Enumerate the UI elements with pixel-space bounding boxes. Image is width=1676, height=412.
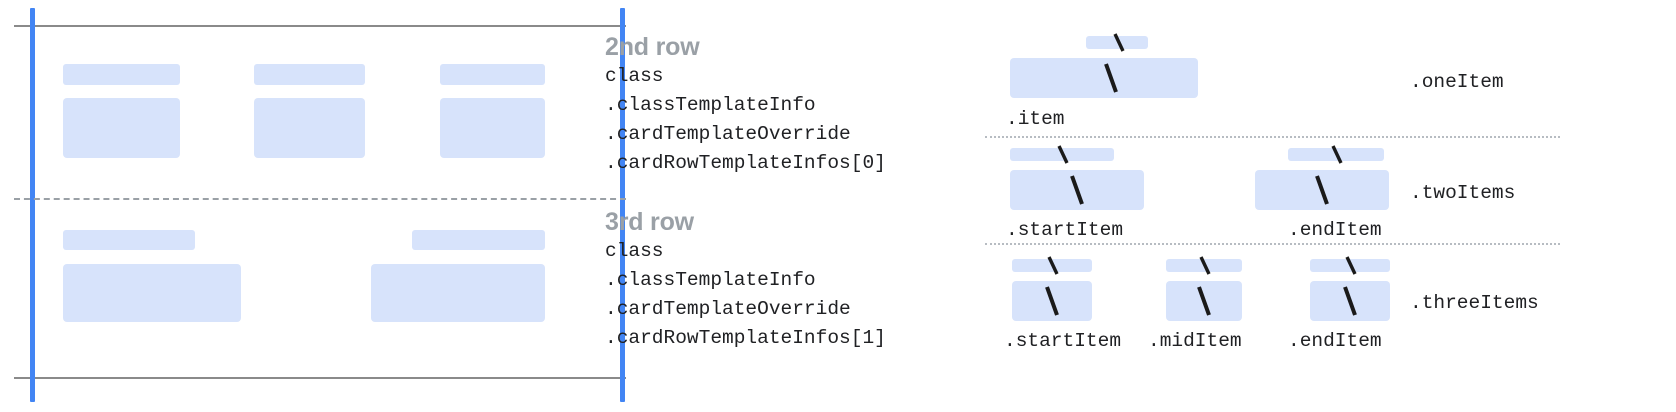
two-items-end-body-placeholder (1255, 170, 1389, 210)
row-2-col-2-label-placeholder (254, 64, 365, 85)
annotation-3rd-row: 3rd row class .classTemplateInfo .cardTe… (605, 207, 886, 353)
one-item-layout-name: .oneItem (1410, 71, 1504, 93)
layout-divider-1 (985, 136, 1560, 138)
row-2-col-1-body-placeholder (63, 98, 180, 158)
one-item-body-placeholder (1010, 58, 1198, 98)
three-items-end-head-placeholder (1310, 259, 1390, 272)
two-items-start-head-placeholder (1010, 148, 1114, 161)
annotation-2nd-row-line-2: .classTemplateInfo (605, 94, 816, 116)
three-items-layout-name: .threeItems (1410, 292, 1539, 314)
row-3-col-2-body-placeholder (371, 264, 545, 322)
layout-divider-2 (985, 243, 1560, 245)
one-item-slot-label: .item (1006, 108, 1065, 130)
two-items-end-label: .endItem (1288, 219, 1382, 241)
annotation-3rd-row-line-3: .cardTemplateOverride (605, 298, 851, 320)
annotation-2nd-row: 2nd row class .classTemplateInfo .cardTe… (605, 32, 886, 178)
two-items-start-label: .startItem (1006, 219, 1124, 241)
row-3-col-1-label-placeholder (63, 230, 195, 250)
annotation-2nd-row-title: 2nd row (605, 33, 700, 61)
three-items-mid-head-placeholder (1166, 259, 1242, 272)
row-2-col-2-body-placeholder (254, 98, 365, 158)
two-items-layout-name: .twoItems (1410, 182, 1516, 204)
card-bottom-rule (14, 377, 626, 379)
three-items-start-label: .startItem (1004, 330, 1122, 352)
three-items-start-body-placeholder (1012, 281, 1092, 321)
card-top-rule (14, 25, 626, 27)
left-guide-line (30, 8, 35, 402)
right-guide-line (620, 8, 625, 402)
row-2-col-1-label-placeholder (63, 64, 180, 85)
row-3-col-1-body-placeholder (63, 264, 241, 322)
annotation-3rd-row-line-4: .cardRowTemplateInfos[1] (605, 327, 886, 349)
three-items-end-body-placeholder (1310, 281, 1390, 321)
two-items-end-head-placeholder (1288, 148, 1384, 161)
row-2-col-3-body-placeholder (440, 98, 545, 158)
three-items-mid-label: .midItem (1148, 330, 1242, 352)
annotation-3rd-row-line-1: class (605, 240, 664, 262)
three-items-end-label: .endItem (1288, 330, 1382, 352)
row-divider-dashed (14, 198, 626, 200)
two-items-start-body-placeholder (1010, 170, 1144, 210)
annotation-2nd-row-line-1: class (605, 65, 664, 87)
one-item-head-placeholder (1086, 36, 1148, 49)
row-3-col-2-label-placeholder (412, 230, 545, 250)
three-items-mid-body-placeholder (1166, 281, 1242, 321)
annotation-3rd-row-title: 3rd row (605, 208, 694, 236)
annotation-2nd-row-line-3: .cardTemplateOverride (605, 123, 851, 145)
row-2-col-3-label-placeholder (440, 64, 545, 85)
three-items-start-head-placeholder (1012, 259, 1092, 272)
annotation-3rd-row-line-2: .classTemplateInfo (605, 269, 816, 291)
annotation-2nd-row-line-4: .cardRowTemplateInfos[0] (605, 152, 886, 174)
